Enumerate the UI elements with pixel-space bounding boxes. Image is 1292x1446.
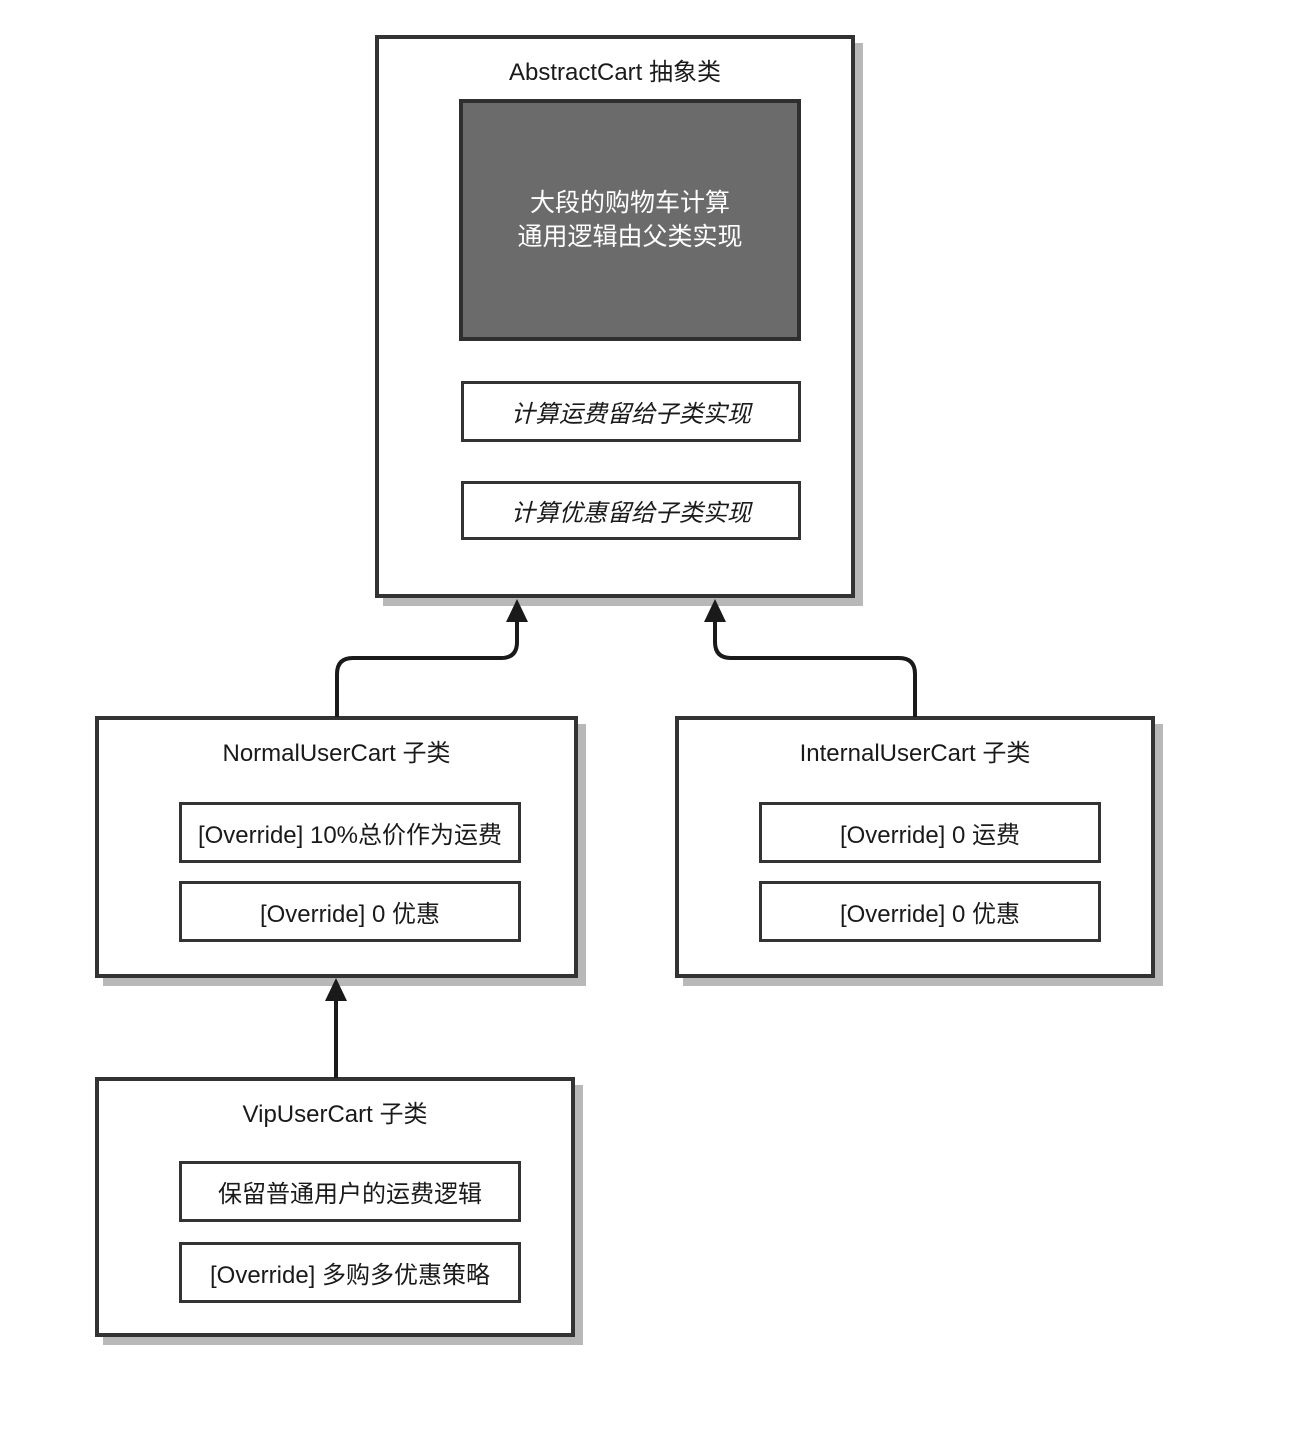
connector-normal-to-abstract	[335, 599, 528, 717]
abstract-cart-title: AbstractCart 抽象类	[508, 59, 722, 86]
abstract-method-discount: 计算优惠留给子类实现	[461, 481, 801, 540]
arrowhead-up-icon	[506, 599, 528, 622]
internal-user-cart-class-box: InternalUserCart 子类 [Override] 0 运费 [Ove…	[675, 716, 1155, 978]
internal-method-shipping: [Override] 0 运费	[759, 802, 1101, 863]
abstract-method-shipping: 计算运费留给子类实现	[461, 381, 801, 442]
vip-method-shipping: 保留普通用户的运费逻辑	[179, 1161, 521, 1222]
abstract-cart-highlight-note: 大段的购物车计算 通用逻辑由父类实现	[459, 99, 801, 341]
arrowhead-up-icon	[704, 599, 726, 622]
arrowhead-up-icon	[325, 978, 347, 1001]
normal-user-cart-title: NormalUserCart 子类	[222, 740, 451, 767]
normal-method-discount: [Override] 0 优惠	[179, 881, 521, 942]
connector-internal-to-abstract	[704, 599, 917, 717]
vip-user-cart-class-box: VipUserCart 子类 保留普通用户的运费逻辑 [Override] 多购…	[95, 1077, 575, 1337]
internal-method-discount: [Override] 0 优惠	[759, 881, 1101, 942]
vip-method-discount: [Override] 多购多优惠策略	[179, 1242, 521, 1303]
vip-user-cart-title: VipUserCart 子类	[242, 1101, 428, 1128]
note-line-2: 通用逻辑由父类实现	[517, 223, 743, 251]
normal-user-cart-class-box: NormalUserCart 子类 [Override] 10%总价作为运费 […	[95, 716, 578, 978]
connector-vip-to-normal	[325, 978, 347, 1078]
abstract-cart-class-box: AbstractCart 抽象类 大段的购物车计算 通用逻辑由父类实现 计算运费…	[375, 35, 855, 598]
normal-method-shipping: [Override] 10%总价作为运费	[179, 802, 521, 863]
internal-user-cart-title: InternalUserCart 子类	[799, 740, 1031, 767]
note-line-1: 大段的购物车计算	[529, 189, 730, 217]
